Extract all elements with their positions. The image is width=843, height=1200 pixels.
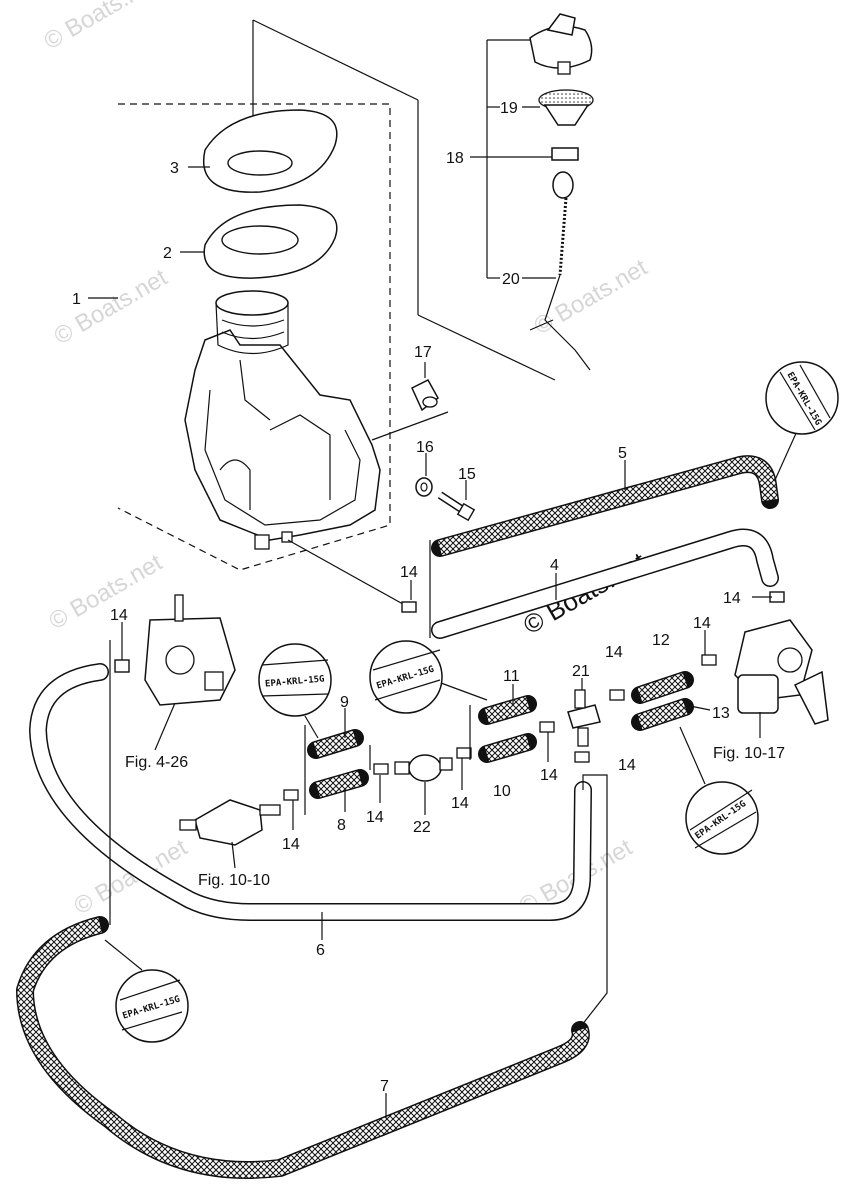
epa-tag-4: EPA-KRL-15G <box>679 726 759 855</box>
hose-9 <box>307 729 364 759</box>
part-15-bolt <box>437 491 476 522</box>
hose-12 <box>631 671 694 704</box>
clamp-14 <box>769 591 785 603</box>
epa-tag-1: EPA-KRL-15G <box>258 643 332 739</box>
label-10: 10 <box>493 783 511 800</box>
part-labels: 3 2 1 17 16 15 5 4 14 14 14 19 18 20 9 8… <box>72 100 741 1095</box>
label-15: 15 <box>458 466 476 483</box>
part-17-grommet <box>411 379 439 412</box>
label-14: 14 <box>451 795 469 812</box>
label-19: 19 <box>500 100 518 117</box>
clamp-14 <box>574 751 590 763</box>
hose-7 <box>16 916 590 1179</box>
figure-refs: Fig. 4-26 Fig. 10-10 Fig. 10-17 <box>125 745 785 889</box>
label-14: 14 <box>618 757 636 774</box>
hose-5 <box>431 455 779 557</box>
label-3: 3 <box>170 160 179 177</box>
clamp-14 <box>401 601 417 613</box>
fig-ref-4-26: Fig. 4-26 <box>125 754 188 771</box>
hose-11 <box>478 695 537 725</box>
label-1: 1 <box>72 291 81 308</box>
label-14: 14 <box>723 590 741 607</box>
label-12: 12 <box>652 632 670 649</box>
hose-4 <box>431 528 779 639</box>
label-14: 14 <box>400 564 418 581</box>
label-17: 17 <box>414 344 432 361</box>
label-20: 20 <box>502 271 520 288</box>
filter-fig-10-17 <box>734 619 829 738</box>
label-4: 4 <box>550 557 559 574</box>
label-5: 5 <box>618 445 627 462</box>
label-14: 14 <box>540 767 558 784</box>
clamp-14 <box>609 689 625 701</box>
epa-tag-2: EPA-KRL-15G <box>369 640 488 714</box>
clamp-14 <box>456 747 472 759</box>
hose-8 <box>309 769 369 799</box>
label-21: 21 <box>572 663 590 680</box>
clamp-14 <box>539 721 555 733</box>
part-2-gasket <box>203 204 338 279</box>
label-16: 16 <box>416 439 434 456</box>
clamp-14 <box>114 659 130 673</box>
clamp-14 <box>701 654 717 666</box>
part-3-seal <box>203 109 338 193</box>
part-21-joint <box>567 689 601 747</box>
label-14: 14 <box>282 836 300 853</box>
label-8: 8 <box>337 817 346 834</box>
epa-tag-5: EPA-KRL-15G <box>104 939 189 1043</box>
watermark-text: © Boats.net <box>45 549 168 635</box>
label-14: 14 <box>110 607 128 624</box>
watermark-text: © Boats.net <box>50 264 173 350</box>
label-9: 9 <box>340 694 349 711</box>
label-11: 11 <box>503 668 520 685</box>
hose-6 <box>29 663 592 921</box>
label-18: 18 <box>446 150 464 167</box>
fig-ref-10-10: Fig. 10-10 <box>198 872 270 889</box>
part-22-filter <box>394 754 453 782</box>
label-22: 22 <box>413 819 431 836</box>
label-14: 14 <box>693 615 711 632</box>
part-1-tank <box>184 290 449 609</box>
leader-lines <box>88 166 772 1118</box>
part-16-washer <box>415 477 433 497</box>
label-14: 14 <box>366 809 384 826</box>
tank-dashed-outline <box>117 19 556 571</box>
label-13: 13 <box>712 705 730 722</box>
watermark-text: © Boats.net <box>40 0 163 55</box>
hose-10 <box>478 733 537 763</box>
fuel-pump-fig-4-26 <box>144 594 236 751</box>
label-14: 14 <box>605 644 623 661</box>
clamp-14 <box>373 763 389 775</box>
connector-fig-10-10 <box>179 799 281 869</box>
fig-ref-10-17: Fig. 10-17 <box>713 745 785 762</box>
hose-13 <box>631 698 694 731</box>
epa-tag-3: EPA-KRL-15G <box>765 361 839 435</box>
label-6: 6 <box>316 942 325 959</box>
label-2: 2 <box>163 245 172 262</box>
cap-assembly <box>470 13 594 371</box>
clamp-14 <box>283 789 299 801</box>
watermark-text: © Boats.net <box>530 254 653 340</box>
label-7: 7 <box>380 1078 389 1095</box>
watermark-text: © Boats.net <box>70 834 193 920</box>
